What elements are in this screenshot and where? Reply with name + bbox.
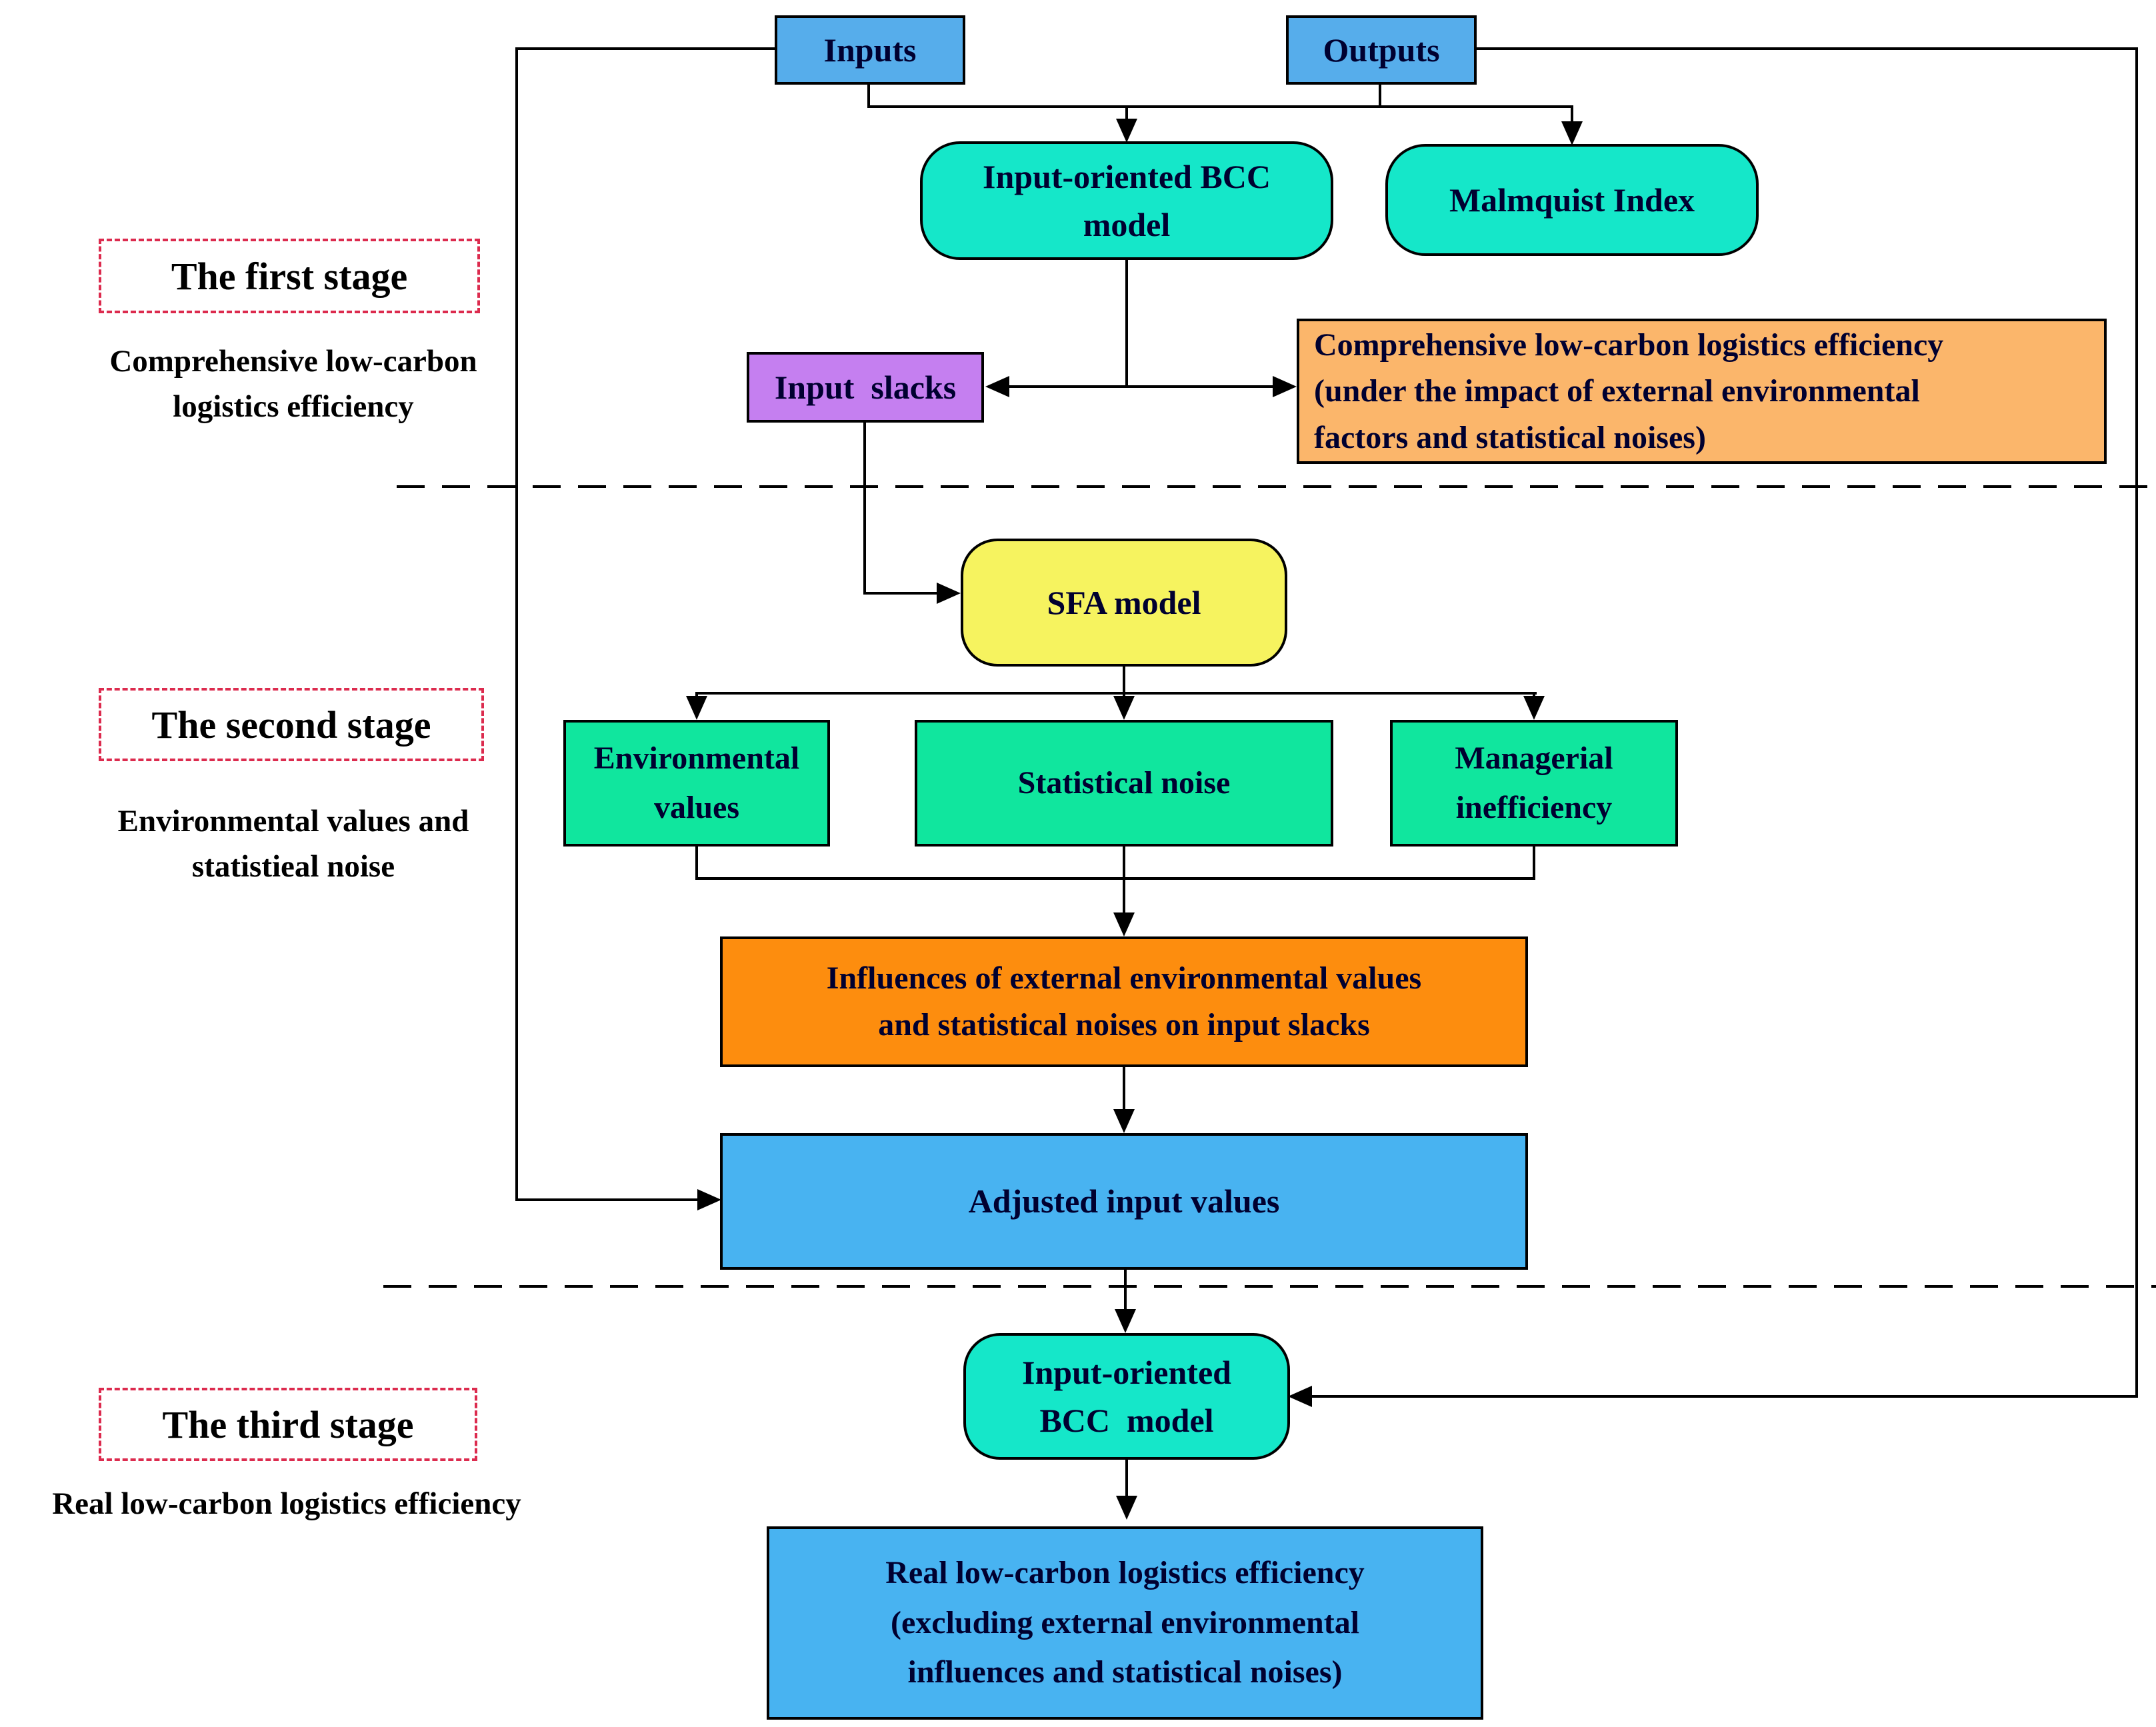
connector-influences-down [1123,1067,1125,1110]
stage-2-title: The second stage [151,703,431,747]
connector-inputs-down [867,85,870,108]
node-input-slacks: Input slacks [747,352,984,423]
node-input-oriented-bcc-model-2: Input-oriented BCC model [963,1333,1290,1460]
stage-3-title-box: The third stage [99,1388,477,1461]
connector-man-bottom-down [1533,847,1535,880]
node-input-oriented-bcc-model-1: Input-oriented BCC model [920,141,1333,260]
stage-3-subtitle: Real low-carbon logistics efficiency [52,1486,521,1521]
connector-slacks-to-sfa-horizontal [863,592,938,595]
connector-slacks-down [863,423,866,595]
connector-right-rail-to-bcc2 [1311,1395,2138,1398]
connector-outputs-down [1379,85,1381,108]
arrowhead-into-input-slacks [985,376,1009,397]
stage-separator-2 [383,1285,2156,1288]
arrowhead-into-adjusted-top [1113,1109,1135,1133]
connector-slacks-orange-horizontal [1003,385,1278,388]
arrowhead-into-malmquist [1561,121,1583,145]
connector-split-horizontal [695,692,1537,695]
connector-adjusted-down [1124,1270,1127,1310]
connector-merge-horizontal [695,877,1535,880]
arrowhead-into-environmental [686,696,707,720]
arrowhead-into-sfa [937,583,961,604]
arrowhead-into-adjusted-left [697,1189,721,1210]
stage-1-title-box: The first stage [99,239,480,313]
node-influences-on-input-slacks: Influences of external environmental val… [720,936,1528,1067]
connector-env-bottom-down [695,847,698,880]
arrowhead-into-bcc2-right [1288,1386,1312,1407]
node-sfa-model: SFA model [961,539,1287,667]
node-adjusted-input-values: Adjusted input values [720,1133,1528,1270]
node-inputs: Inputs [775,15,965,85]
connector-man-down [1533,692,1535,699]
node-managerial-inefficiency: Managerial inefficiency [1390,720,1678,847]
arrowhead-into-bcc1 [1116,119,1137,143]
arrowhead-into-statistical [1113,696,1135,720]
stage-2-subtitle: Environmental values and statistieal noi… [117,804,469,884]
arrowhead-into-real [1116,1496,1137,1520]
stage-3-title: The third stage [162,1402,414,1446]
arrowhead-into-managerial [1523,696,1545,720]
node-malmquist-index: Malmquist Index [1385,144,1759,256]
connector-outputs-right-horizontal [1477,47,2138,50]
connector-bcc2-down [1125,1460,1128,1497]
connector-down-to-malmquist [1571,107,1573,123]
stage-separator-1 [397,485,2156,488]
stage-1-subtitle: Comprehensive low-carbon logistics effic… [109,344,477,425]
connector-left-rail-to-adjusted [517,1198,699,1201]
connector-inputs-left-horizontal [517,47,775,50]
connector-top-junction-horizontal [869,105,1573,108]
connector-down-to-bcc1 [1125,107,1128,121]
stage-2-title-box: The second stage [99,688,484,761]
node-comprehensive-efficiency: Comprehensive low-carbon logistics effic… [1297,319,2107,464]
node-statistical-noise: Statistical noise [915,720,1333,847]
node-real-efficiency: Real low-carbon logistics efficiency (ex… [767,1526,1483,1720]
stage-1-title: The first stage [171,254,408,298]
node-outputs: Outputs [1286,15,1477,85]
connector-sfa-down [1123,667,1125,699]
connector-bcc1-down [1125,260,1128,388]
connector-stat-to-influences [1123,847,1125,914]
arrowhead-into-bcc2-top [1115,1309,1136,1333]
arrowhead-into-comprehensive [1273,376,1297,397]
connector-right-rail-vertical [2135,47,2138,1398]
arrowhead-into-influences [1113,912,1135,936]
connector-left-rail-vertical [515,47,518,1201]
node-environmental-values: Environmental values [563,720,830,847]
connector-env-down [695,692,698,699]
